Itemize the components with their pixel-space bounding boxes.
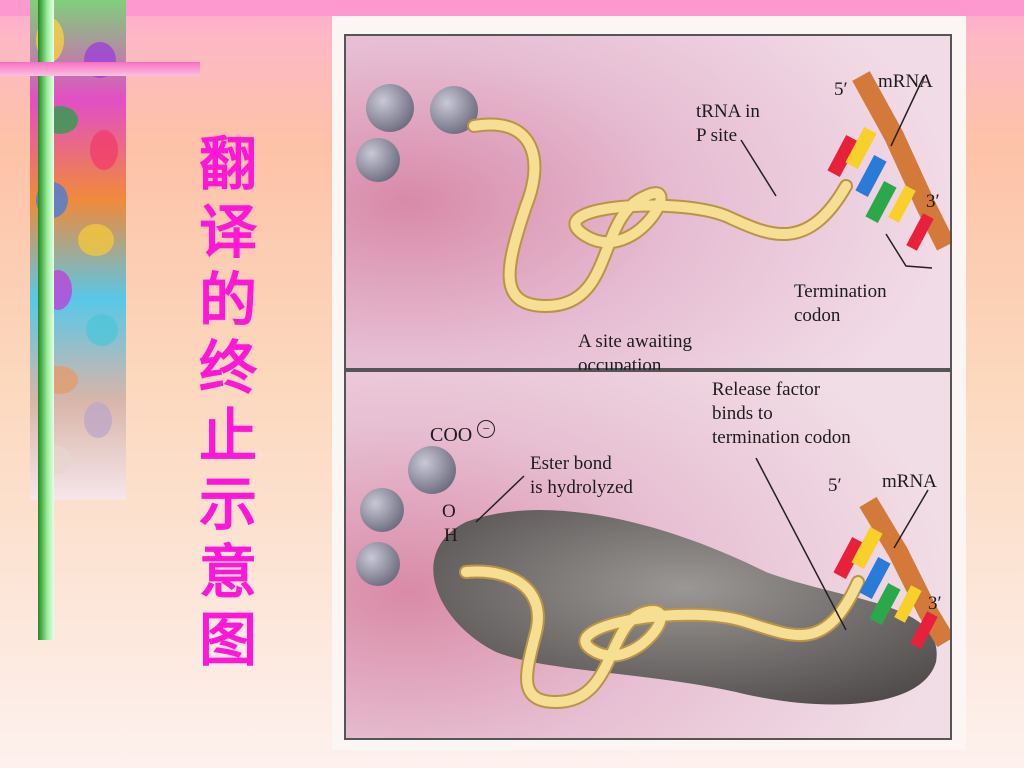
amino-acid-sphere <box>356 542 400 586</box>
five-prime-label: 5′ <box>828 475 842 496</box>
title-char: 止 <box>198 402 257 470</box>
slide-title: 翻 译 的 终 止 示 意 图 <box>196 130 260 674</box>
three-prime-label: 3′ <box>928 593 942 614</box>
mrna-strand <box>827 71 950 251</box>
hydrogen-label: H <box>444 525 458 546</box>
title-char: 意 <box>198 538 257 606</box>
ester-bond-label: Ester bond is hydrolyzed <box>530 452 633 500</box>
coo-label: COO − <box>430 420 496 447</box>
title-char: 示 <box>198 470 257 538</box>
panel-bottom-art <box>346 372 950 738</box>
top-band <box>0 0 1024 16</box>
title-char: 终 <box>198 334 257 402</box>
five-prime-label: 5′ <box>834 79 848 100</box>
coo-text: COO <box>430 424 473 446</box>
termination-codon-line: codon <box>794 305 841 326</box>
release-factor-protein <box>433 510 937 705</box>
release-factor-line: termination codon <box>712 427 851 448</box>
termination-codon-label: Termination codon <box>794 280 887 328</box>
panel-release-factor: COO − Ester bond is hydrolyzed O H Relea… <box>344 370 952 740</box>
a-site-line: A site awaiting <box>578 331 692 352</box>
title-char: 译 <box>198 198 257 266</box>
amino-acid-sphere <box>408 446 456 494</box>
oxygen-label: O <box>442 501 456 522</box>
title-char: 的 <box>198 266 257 334</box>
panel-top-art <box>346 36 950 368</box>
trna-label-line: tRNA in <box>696 101 760 122</box>
release-factor-line: binds to <box>712 403 773 424</box>
trna-label-line: P site <box>696 125 737 146</box>
mrna-strand <box>833 496 950 649</box>
panel-trna-p-site: tRNA in P site 5′ mRNA 3′ Termination co… <box>344 34 952 376</box>
mrna-label: mRNA <box>882 471 937 492</box>
translation-termination-figure: tRNA in P site 5′ mRNA 3′ Termination co… <box>332 16 966 750</box>
ester-bond-line: Ester bond <box>530 453 612 474</box>
negative-charge-icon: − <box>477 420 496 438</box>
amino-acid-sphere <box>366 84 414 132</box>
ester-bond-line: is hydrolyzed <box>530 477 633 498</box>
vertical-accent-bar <box>38 0 54 640</box>
amino-acid-sphere <box>430 86 478 134</box>
three-prime-label: 3′ <box>926 191 940 212</box>
trna-label: tRNA in P site <box>696 100 760 148</box>
title-char: 图 <box>198 606 257 674</box>
release-factor-label: Release factor binds to termination codo… <box>712 378 851 450</box>
release-factor-line: Release factor <box>712 379 821 400</box>
amino-acid-sphere <box>360 488 404 532</box>
amino-acid-sphere <box>356 138 400 182</box>
horizontal-accent-bar <box>0 62 200 76</box>
mrna-label: mRNA <box>878 71 933 92</box>
termination-codon-line: Termination <box>794 281 887 302</box>
title-char: 翻 <box>198 130 257 198</box>
